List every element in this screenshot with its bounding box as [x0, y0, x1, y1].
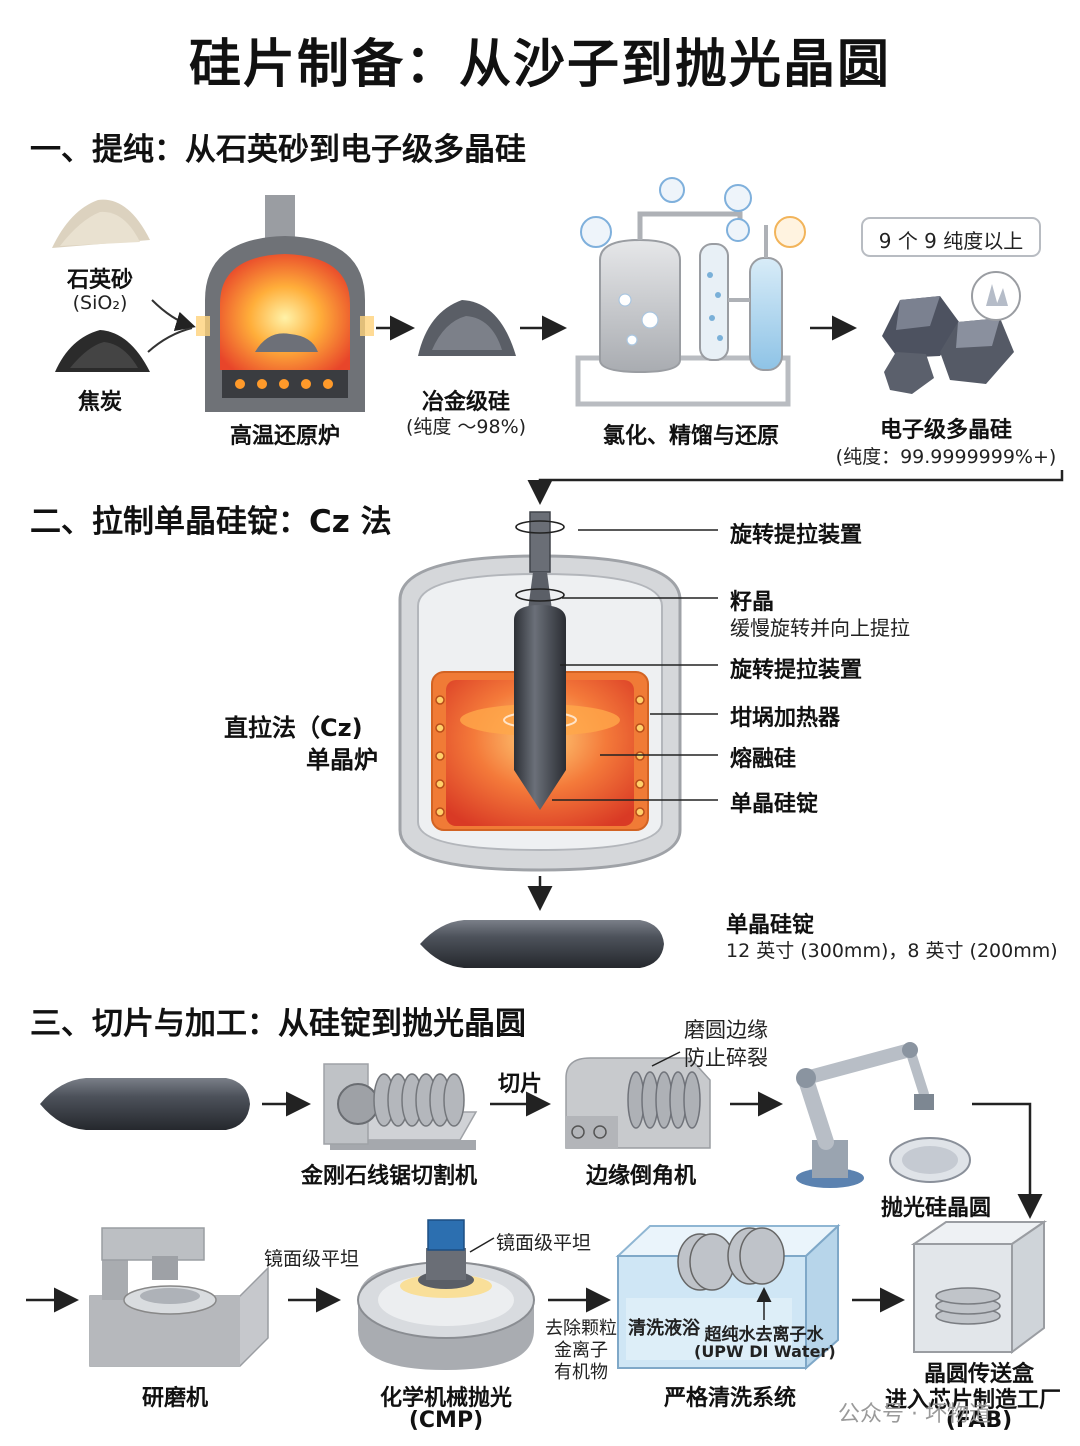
upw-label-2: (UPW DI Water): [694, 1342, 836, 1361]
horizontal-ingot-icon: [420, 920, 664, 968]
cz-crystal-puller-icon: [398, 511, 682, 872]
foup-label-2: 进入芯片制造工厂: [884, 1388, 1061, 1413]
remove-label-2: 金离子: [554, 1340, 608, 1361]
chamfer-label: 边缘倒角机: [585, 1164, 696, 1189]
slicing-label: 切片: [498, 1072, 543, 1097]
callout-lines: [552, 529, 718, 801]
wire-saw-label: 金刚石线锯切割机: [300, 1164, 477, 1189]
cz-furnace-label-line1: 直拉法（Cz): [224, 714, 363, 742]
process-label: 氯化、精馏与还原: [602, 424, 779, 449]
callout-ingot: 单晶硅锭: [730, 792, 819, 817]
sand-to-furnace-arrow: [151, 299, 196, 331]
ingot-title: 单晶硅锭: [726, 913, 815, 938]
eg-to-crystal-puller-arrow: [527, 470, 1064, 505]
section3-heading: 三、切片与加工：从硅锭到抛光晶圆: [30, 1006, 526, 1042]
nines-badge-frame: [861, 217, 1041, 257]
nines-badge-label: 9 个 9 纯度以上: [878, 229, 1024, 253]
cmp-label-line1: 化学机械抛光: [379, 1386, 512, 1411]
watermark: 公众号 · 坏物道: [838, 1402, 991, 1427]
furnace-label: 高温还原炉: [229, 424, 340, 449]
robot-arm-icon: [796, 1042, 971, 1188]
mirror-flat-label-1: 镜面级平坦: [264, 1248, 360, 1270]
grinder-label: 研磨机: [141, 1386, 208, 1411]
callout-rotate-pull-1: 旋转提拉装置: [730, 523, 863, 548]
section1-heading: 一、提纯：从石英砂到电子级多晶硅: [30, 132, 526, 168]
edge-chamfer-machine-icon: [565, 1057, 711, 1149]
remove-label-3: 有机物: [554, 1362, 608, 1383]
cz-furnace-label-line2: 单晶炉: [306, 746, 378, 774]
eg-purity-label: (纯度：99.9999999%+): [835, 446, 1057, 468]
mirror-flat-label-2: 镜面级平坦: [496, 1232, 592, 1254]
page-title: 硅片制备：从沙子到抛光晶圆: [188, 35, 891, 95]
wire-saw-icon: [323, 1063, 478, 1150]
section2-heading: 二、拉制单晶硅锭：Cz 法: [30, 504, 392, 540]
mg-silicon-label: 冶金级硅: [421, 390, 510, 415]
callout-seed-desc: 缓慢旋转并向上提拉: [730, 616, 910, 640]
foup-label-3: (FAB): [945, 1408, 1013, 1433]
cleaning-system-label: 严格清洗系统: [663, 1386, 796, 1411]
mg-purity-label: (纯度 ～98%): [405, 416, 527, 438]
coke-pile-icon: [55, 330, 150, 372]
eg-silicon-chunks-icon: [882, 271, 1021, 394]
quartz-sand-label: 石英砂: [66, 268, 133, 293]
callout-rotate-pull-2: 旋转提拉装置: [730, 658, 863, 683]
mirror2-leader: [469, 1237, 495, 1253]
remove-label-1: 去除颗粒: [545, 1318, 617, 1339]
eg-silicon-label: 电子级多晶硅: [879, 418, 1012, 443]
edge-note-leader: [651, 1051, 681, 1067]
distillation-apparatus-icon: [575, 177, 806, 407]
cleaning-bath-label: 清洗液浴: [628, 1318, 700, 1339]
robot-to-box-arrow: [972, 1102, 1043, 1219]
coke-to-furnace-arrow: [147, 327, 193, 353]
edge-note-line2: 防止碎裂: [684, 1046, 768, 1070]
mg-silicon-pile-icon: [418, 300, 516, 356]
callout-molten-silicon: 熔融硅: [730, 747, 797, 772]
reduction-furnace-icon: [196, 195, 374, 412]
ingot-row3-icon: [40, 1078, 250, 1130]
wafer-foup-box-icon: [910, 1220, 1048, 1354]
quartz-formula-label: (SiO₂): [72, 292, 128, 314]
quartz-sand-pile-icon: [52, 199, 150, 248]
grinding-machine-icon: [89, 1227, 269, 1367]
foup-label-1: 晶圆传送盒: [923, 1362, 1034, 1387]
callout-crucible-heater: 坩埚加热器: [730, 706, 841, 731]
edge-note-line1: 磨圆边缘: [684, 1018, 768, 1042]
coke-label: 焦炭: [77, 390, 122, 415]
callout-seed-crystal: 籽晶: [730, 590, 775, 615]
cmp-machine-icon: [357, 1219, 535, 1370]
polished-wafer-label: 抛光硅晶圆: [880, 1196, 991, 1221]
cmp-label-line2: (CMP): [408, 1408, 484, 1433]
cleaning-bath-icon: [615, 1223, 841, 1371]
ingot-sizes: 12 英寸 (300mm)，8 英寸 (200mm): [726, 940, 1058, 962]
upw-label-1: 超纯水去离子水: [704, 1325, 824, 1345]
